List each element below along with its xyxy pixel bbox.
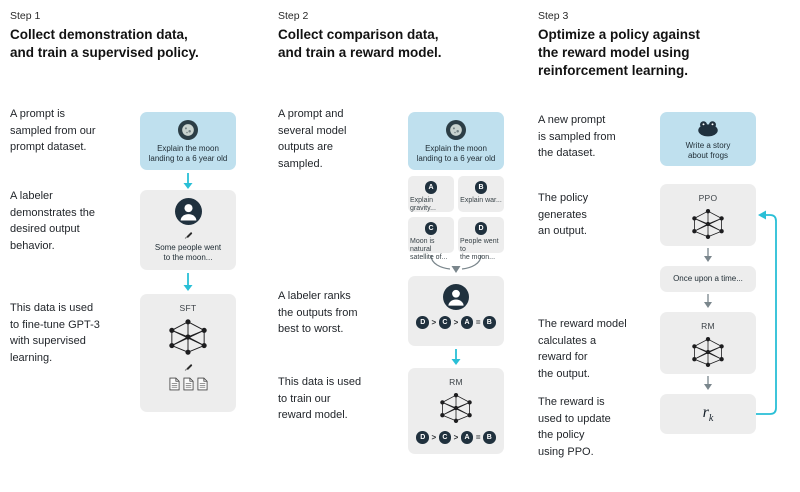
output-c-text: Moon is natural satellite of...: [410, 237, 448, 261]
rm-label: RM: [449, 377, 463, 387]
step3-paragraph-1: A new prompt is sampled from the dataset…: [538, 114, 616, 159]
output-c-box: C Moon is natural satellite of...: [408, 217, 454, 261]
rank-separator: =: [475, 432, 481, 442]
step1-heading: Collect demonstration data, and train a …: [10, 27, 199, 60]
step3-heading: Optimize a policy against the reward mod…: [538, 27, 701, 78]
step3-paragraph-2: The policy generates an output.: [538, 192, 589, 237]
moon-icon: [178, 120, 198, 140]
output-b-text: Explain war...: [460, 196, 502, 204]
sft-label: SFT: [179, 303, 197, 313]
ranking-row: D > C > A = B: [416, 431, 496, 444]
step3-prompt-text: Write a story about frogs: [685, 141, 731, 161]
rank-separator: >: [453, 317, 459, 327]
step2-paragraph-1: A prompt and several model outputs are s…: [278, 108, 347, 170]
output-d-badge: D: [474, 222, 488, 235]
step3-paragraph-4: The reward is used to update the policy …: [538, 396, 611, 458]
output-b-box: B Explain war...: [458, 176, 504, 212]
step1-prompt-text: Explain the moon landing to a 6 year old: [148, 144, 228, 164]
step2-prompt-text: Explain the moon landing to a 6 year old: [416, 144, 496, 164]
rank-separator: >: [431, 317, 437, 327]
rank-badge: B: [483, 316, 496, 329]
arrow-step3-output-to-rm: [704, 294, 712, 308]
step1-demonstration-text: Some people went to the moon...: [154, 243, 222, 263]
frog-icon: [696, 120, 720, 137]
output-a-text: Explain gravity...: [410, 196, 436, 212]
step3-reward-box: rk: [660, 394, 756, 434]
arrow-step3-feedback-loop: [756, 210, 777, 415]
step3-paragraph-3: The reward model calculates a reward for…: [538, 318, 627, 380]
neural-network-icon: [688, 336, 728, 368]
reward-subscript: k: [708, 413, 714, 425]
step3-output-box: Once upon a time...: [660, 266, 756, 292]
step2-rm-box: RM D > C > A = B: [408, 368, 504, 454]
rank-badge: C: [438, 316, 452, 329]
rank-separator: >: [431, 432, 437, 442]
output-a-box: A Explain gravity...: [408, 176, 454, 212]
neural-network-icon: [688, 208, 728, 240]
output-a-badge: A: [424, 181, 438, 194]
arrow-step3-rm-to-reward: [704, 376, 712, 390]
pencil-icon: [183, 361, 193, 371]
rank-separator: >: [453, 432, 459, 442]
step2-prompt-box: Explain the moon landing to a 6 year old: [408, 112, 504, 170]
step3-output-text: Once upon a time...: [673, 273, 743, 283]
document-icon: [183, 377, 194, 391]
labeler-icon: [443, 284, 469, 310]
output-c-badge: C: [424, 222, 438, 235]
step2-labeler-box: D > C > A = B: [408, 276, 504, 346]
rank-badge: D: [416, 316, 429, 329]
step1-sft-box: SFT: [140, 294, 236, 412]
output-d-box: D People went to the moon...: [458, 217, 504, 261]
reward-variable: r: [702, 403, 709, 421]
step3-ppo-box: PPO: [660, 184, 756, 246]
arrow-step1-labeler-to-sft: [183, 273, 193, 291]
rank-badge: B: [483, 431, 496, 444]
rank-badge: C: [438, 431, 452, 444]
step1-paragraph-1: A prompt is sampled from our prompt data…: [10, 108, 96, 153]
documents-icon: [169, 377, 208, 391]
step1-paragraph-3: This data is used to fine-tune GPT-3 wit…: [10, 302, 100, 364]
rank-badge: D: [416, 431, 429, 444]
step2-paragraph-2: A labeler ranks the outputs from best to…: [278, 290, 358, 335]
rank-badge: A: [460, 316, 474, 329]
ppo-label: PPO: [698, 193, 718, 203]
neural-network-icon: [165, 318, 211, 356]
labeler-icon: [175, 198, 202, 225]
ranking-row: D > C > A = B: [416, 316, 496, 329]
step2-paragraph-3: This data is used to train our reward mo…: [278, 376, 362, 421]
step3-label: Step 3: [538, 10, 569, 22]
step2-heading: Collect comparison data, and train a rew…: [278, 27, 442, 60]
document-icon: [169, 377, 180, 391]
arrow-step2-labeler-to-rm: [451, 349, 461, 365]
rank-badge: A: [460, 431, 474, 444]
step2-label: Step 2: [278, 10, 309, 22]
pencil-icon: [183, 229, 193, 239]
neural-network-icon: [436, 392, 476, 424]
output-d-text: People went to the moon...: [460, 237, 499, 261]
step1-label: Step 1: [10, 10, 41, 22]
document-icon: [197, 377, 208, 391]
reward-value: rk: [703, 404, 714, 424]
step1-prompt-box: Explain the moon landing to a 6 year old: [140, 112, 236, 170]
arrow-step3-ppo-to-output: [704, 248, 712, 262]
step3-prompt-box: Write a story about frogs: [660, 112, 756, 166]
step1-labeler-box: Some people went to the moon...: [140, 190, 236, 270]
moon-icon: [446, 120, 466, 140]
rank-separator: =: [475, 317, 481, 327]
step3-rm-box: RM: [660, 312, 756, 374]
step1-paragraph-2: A labeler demonstrates the desired outpu…: [10, 190, 95, 252]
output-b-badge: B: [474, 181, 488, 194]
rm-label: RM: [701, 321, 715, 331]
arrow-step1-prompt-to-labeler: [183, 173, 193, 189]
